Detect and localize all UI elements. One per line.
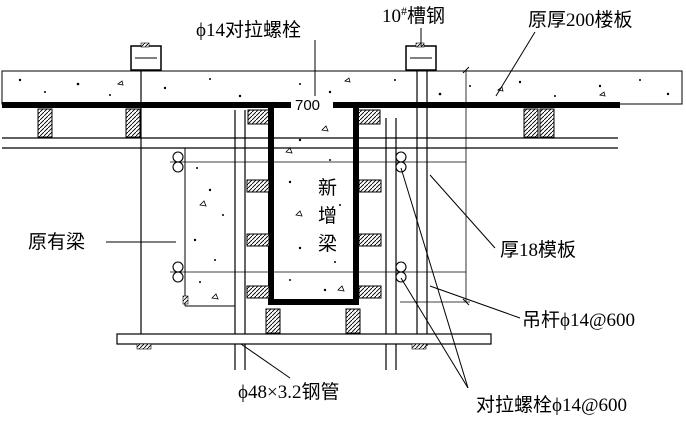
label-new-beam-2: 增 [318, 205, 337, 227]
bolt-nuts [172, 151, 407, 283]
label-new-beam-3: 梁 [318, 233, 337, 255]
label-tie-bolt-bottom: 对拉螺栓ϕ14@600 [476, 394, 627, 416]
existing-slab [1, 70, 683, 105]
label-existing-beam: 原有梁 [28, 231, 85, 253]
bottom-steel-pipe [116, 333, 492, 350]
label-formwork: 厚18模板 [500, 239, 576, 261]
label-steel-pipe: ϕ48×3.2钢管 [238, 381, 339, 403]
label-hanger-rod: 吊杆ϕ14@600 [522, 309, 635, 331]
label-dimension-700: 700 [295, 97, 320, 114]
upper-steel-pipe [2, 137, 618, 149]
label-slab: 原厚200楼板 [528, 9, 633, 31]
leader-lines [106, 28, 536, 389]
right-dimension [400, 66, 470, 306]
channel-steel-blocks [130, 42, 437, 71]
existing-beam [182, 148, 235, 307]
side-blocks [246, 179, 382, 334]
new-beam [268, 108, 359, 305]
label-tie-bolt-top: ϕ14对拉螺栓 [196, 19, 301, 41]
timber-joists [37, 108, 555, 138]
dimension-700 [267, 96, 360, 112]
label-new-beam-1: 新 [318, 177, 337, 199]
label-channel-steel: 10#槽钢 [382, 4, 445, 27]
tie-bolt-lines [170, 161, 466, 273]
vertical-members [140, 70, 428, 370]
